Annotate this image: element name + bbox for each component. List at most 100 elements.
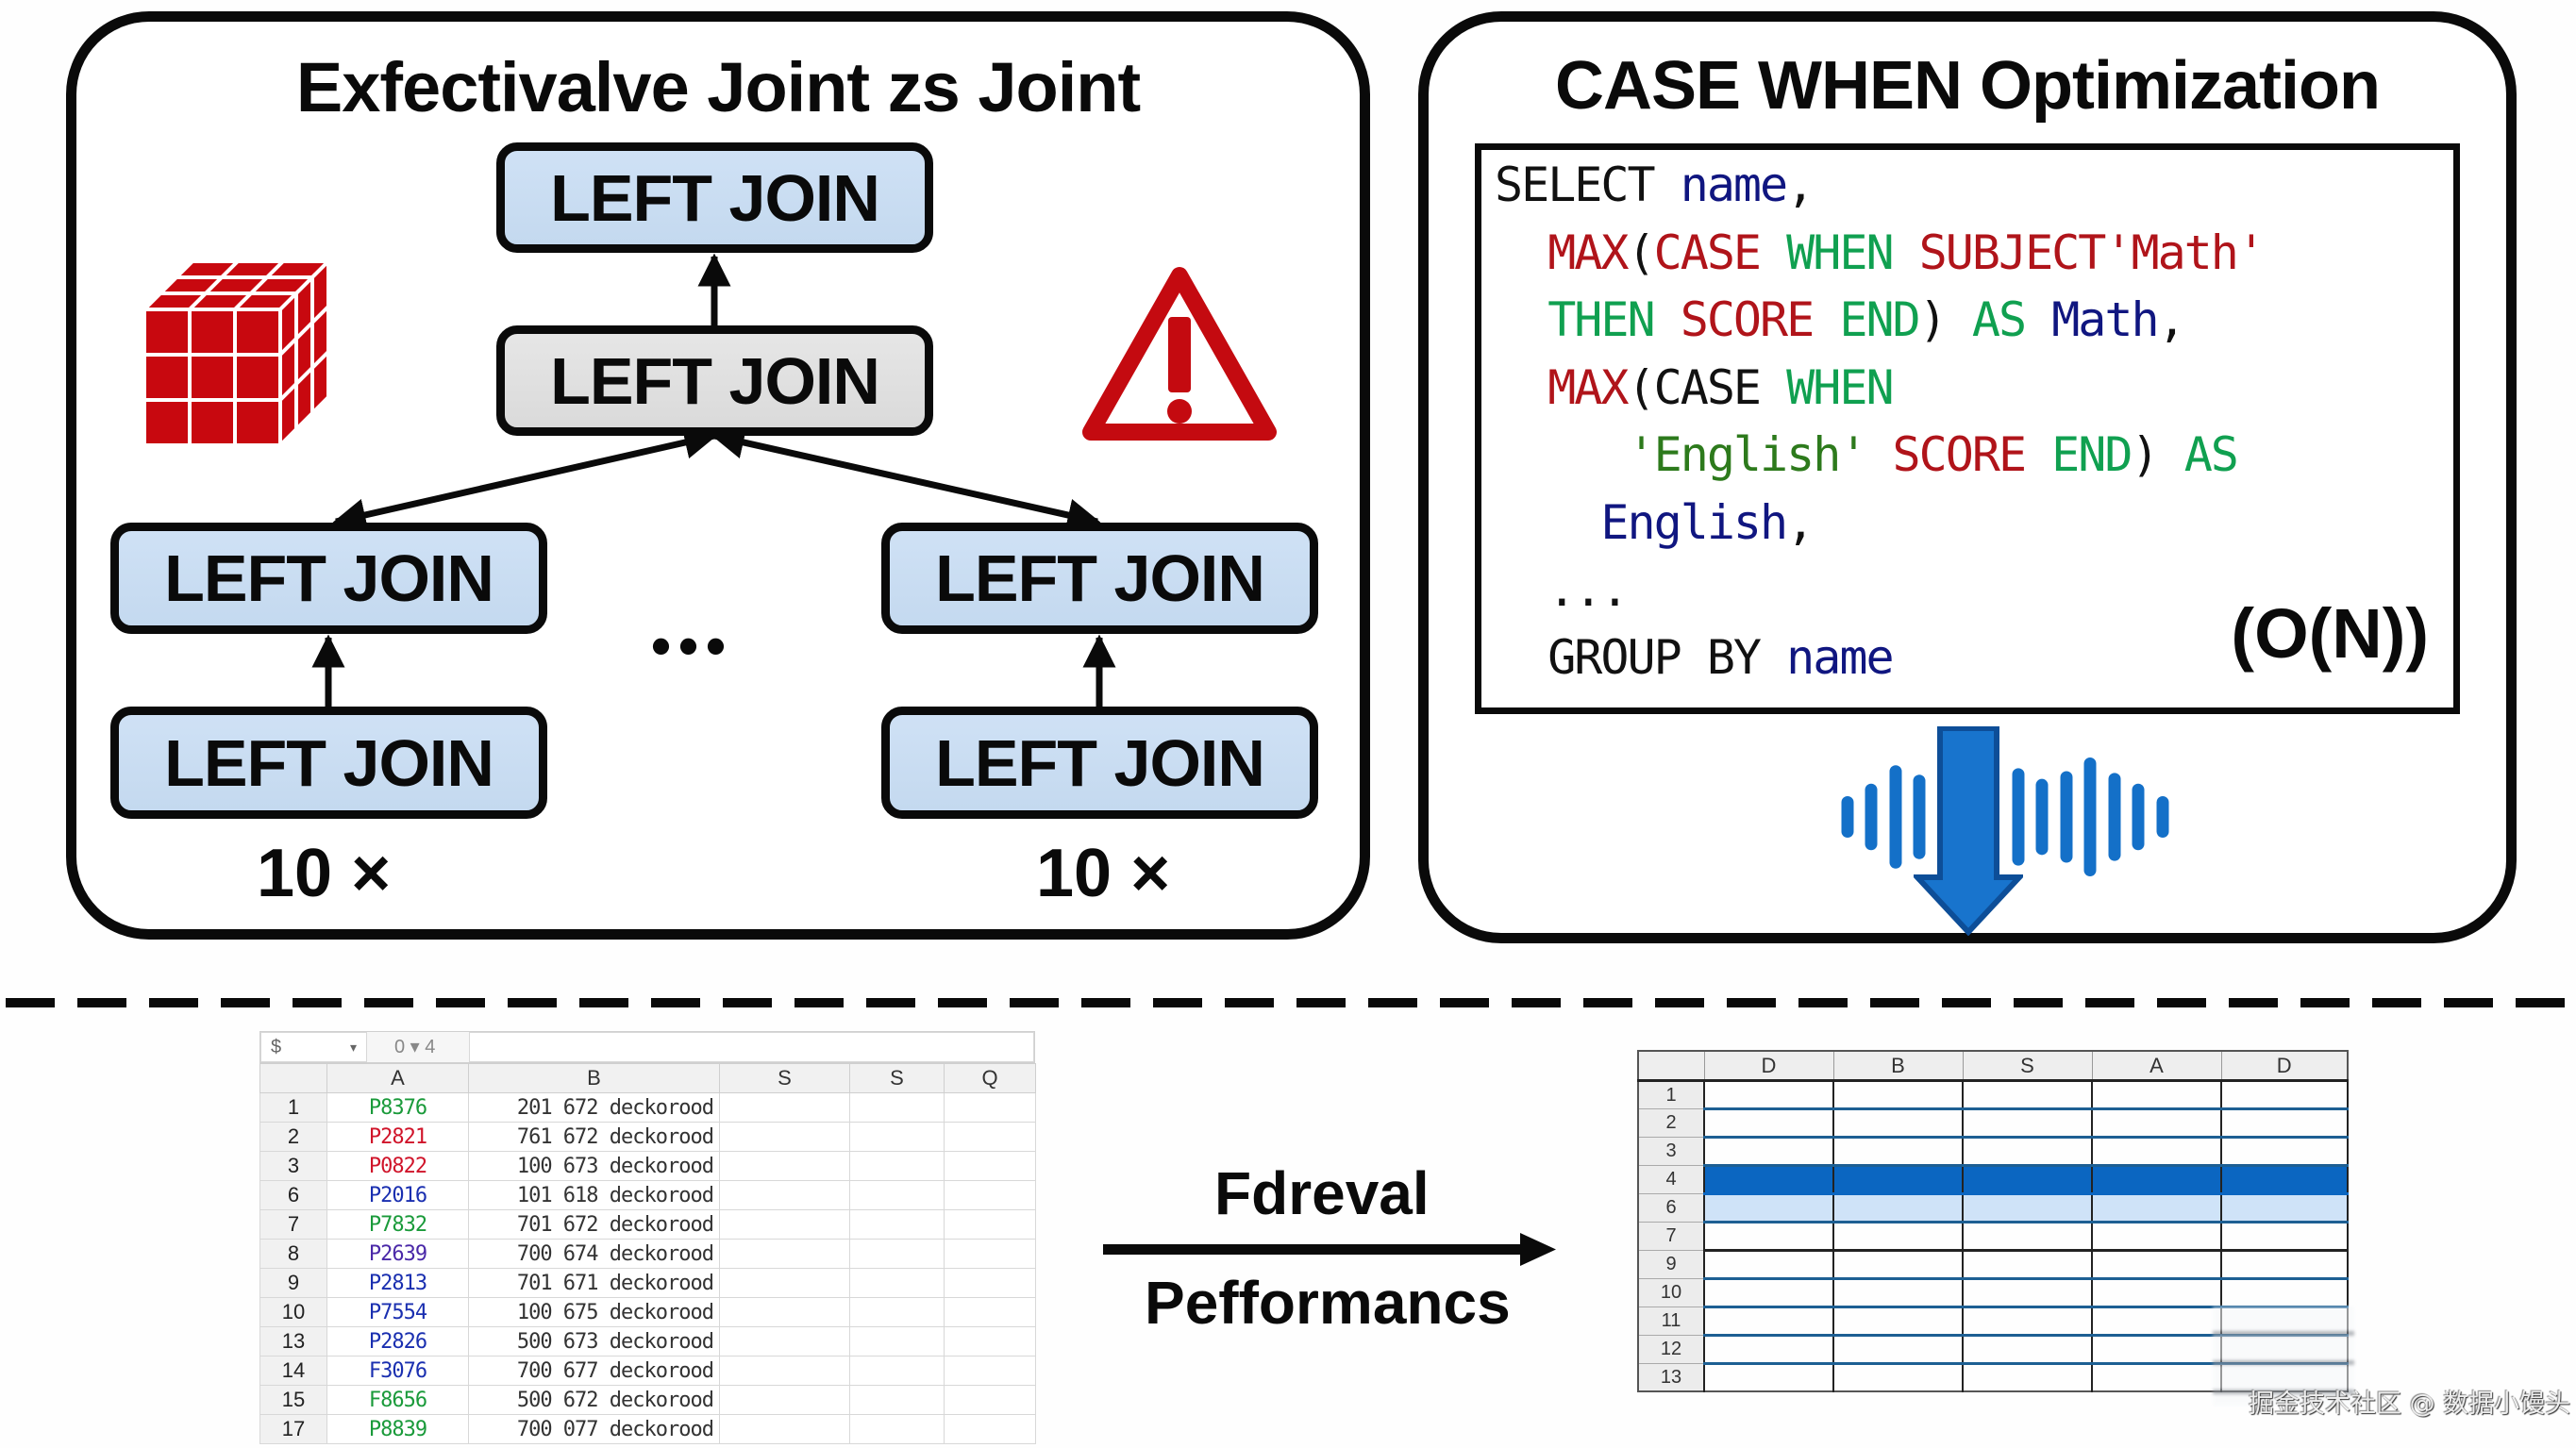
empty-cell[interactable] (944, 1326, 1036, 1356)
empty-cell[interactable] (1832, 1107, 1964, 1138)
empty-cell[interactable] (1832, 1334, 1964, 1364)
empty-cell[interactable] (2220, 1192, 2349, 1223)
empty-cell[interactable] (1962, 1107, 2093, 1138)
empty-cell[interactable] (2220, 1136, 2349, 1166)
row-number[interactable]: 6 (1637, 1193, 1705, 1223)
cell-a[interactable]: P7832 (326, 1209, 469, 1240)
empty-cell[interactable] (2220, 1277, 2349, 1307)
empty-cell[interactable] (944, 1297, 1036, 1327)
empty-cell[interactable] (2091, 1192, 2222, 1223)
selected-row[interactable]: 6 (1637, 1192, 2349, 1223)
empty-cell[interactable] (719, 1297, 850, 1327)
row-number[interactable]: 2 (259, 1122, 327, 1152)
empty-cell[interactable] (719, 1180, 850, 1210)
cell-b[interactable]: 700 677 deckorood (468, 1356, 720, 1386)
empty-cell[interactable] (1703, 1192, 1834, 1223)
empty-cell[interactable] (1832, 1192, 1964, 1223)
row-number[interactable]: 13 (259, 1326, 327, 1356)
empty-cell[interactable] (849, 1297, 945, 1327)
empty-cell[interactable] (1703, 1079, 1834, 1109)
empty-cell[interactable] (2091, 1334, 2222, 1364)
cell-a[interactable]: P8376 (326, 1092, 469, 1123)
table-row[interactable]: 9 (1637, 1249, 2349, 1279)
row-number[interactable]: 2 (1637, 1108, 1705, 1138)
empty-cell[interactable] (1703, 1164, 1834, 1194)
row-number[interactable]: 1 (1637, 1080, 1705, 1109)
empty-cell[interactable] (719, 1326, 850, 1356)
empty-cell[interactable] (2220, 1221, 2349, 1251)
empty-cell[interactable] (1703, 1107, 1834, 1138)
row-number[interactable]: 11 (1637, 1307, 1705, 1336)
empty-cell[interactable] (1962, 1136, 2093, 1166)
column-header[interactable]: Q (944, 1063, 1036, 1093)
empty-cell[interactable] (849, 1239, 945, 1269)
empty-cell[interactable] (1703, 1362, 1834, 1391)
empty-cell[interactable] (2220, 1164, 2349, 1194)
empty-cell[interactable] (2091, 1277, 2222, 1307)
empty-cell[interactable] (849, 1268, 945, 1298)
empty-cell[interactable] (1703, 1221, 1834, 1251)
empty-cell[interactable] (2220, 1079, 2349, 1109)
cell-b[interactable]: 201 672 deckorood (468, 1092, 720, 1123)
empty-cell[interactable] (719, 1385, 850, 1415)
empty-cell[interactable] (1832, 1249, 1964, 1279)
empty-cell[interactable] (2220, 1249, 2349, 1279)
empty-cell[interactable] (944, 1356, 1036, 1386)
cell-b[interactable]: 700 674 deckorood (468, 1239, 720, 1269)
highlighted-row[interactable]: 4 (1637, 1164, 2349, 1194)
row-number[interactable]: 1 (259, 1092, 327, 1123)
empty-cell[interactable] (944, 1414, 1036, 1444)
row-number[interactable]: 3 (1637, 1137, 1705, 1166)
row-number[interactable]: 10 (1637, 1278, 1705, 1307)
row-number[interactable]: 7 (1637, 1222, 1705, 1251)
table-row[interactable]: 10 (1637, 1277, 2349, 1307)
row-number[interactable]: 15 (259, 1385, 327, 1415)
row-number[interactable]: 7 (259, 1209, 327, 1240)
column-header[interactable]: D (1703, 1050, 1834, 1082)
empty-cell[interactable] (1832, 1277, 1964, 1307)
row-number[interactable]: 8 (259, 1239, 327, 1269)
empty-cell[interactable] (944, 1268, 1036, 1298)
table-row[interactable]: 13 (1637, 1362, 2349, 1392)
cell-b[interactable]: 500 672 deckorood (468, 1385, 720, 1415)
chevron-down-icon[interactable]: ▾ (349, 1039, 357, 1055)
empty-cell[interactable] (849, 1122, 945, 1152)
cell-a[interactable]: F3076 (326, 1356, 469, 1386)
empty-cell[interactable] (719, 1092, 850, 1123)
row-number[interactable]: 4 (1637, 1165, 1705, 1194)
cell-a[interactable]: P2813 (326, 1268, 469, 1298)
table-row[interactable]: 3 (1637, 1136, 2349, 1166)
empty-cell[interactable] (719, 1414, 850, 1444)
empty-cell[interactable] (1962, 1334, 2093, 1364)
empty-cell[interactable] (849, 1326, 945, 1356)
empty-cell[interactable] (1832, 1306, 1964, 1336)
empty-cell[interactable] (944, 1209, 1036, 1240)
empty-cell[interactable] (849, 1414, 945, 1444)
empty-cell[interactable] (944, 1092, 1036, 1123)
empty-cell[interactable] (719, 1239, 850, 1269)
empty-cell[interactable] (1962, 1192, 2093, 1223)
empty-cell[interactable] (1962, 1164, 2093, 1194)
column-header[interactable]: B (468, 1063, 720, 1093)
cell-a[interactable]: P7554 (326, 1297, 469, 1327)
empty-cell[interactable] (944, 1385, 1036, 1415)
empty-cell[interactable] (2091, 1079, 2222, 1109)
empty-cell[interactable] (719, 1122, 850, 1152)
row-number[interactable]: 17 (259, 1414, 327, 1444)
cell-a[interactable]: P2016 (326, 1180, 469, 1210)
cell-a[interactable]: P0822 (326, 1151, 469, 1181)
column-header[interactable]: B (1832, 1050, 1964, 1082)
empty-cell[interactable] (1962, 1079, 2093, 1109)
empty-cell[interactable] (944, 1239, 1036, 1269)
empty-cell[interactable] (1962, 1362, 2093, 1391)
empty-cell[interactable] (1703, 1306, 1834, 1336)
cell-b[interactable]: 700 077 deckorood (468, 1414, 720, 1444)
empty-cell[interactable] (719, 1151, 850, 1181)
row-number[interactable]: 10 (259, 1297, 327, 1327)
empty-cell[interactable] (849, 1092, 945, 1123)
empty-cell[interactable] (719, 1268, 850, 1298)
table-row[interactable]: 7 (1637, 1221, 2349, 1251)
empty-cell[interactable] (2091, 1107, 2222, 1138)
empty-cell[interactable] (1962, 1221, 2093, 1251)
cell-b[interactable]: 100 675 deckorood (468, 1297, 720, 1327)
